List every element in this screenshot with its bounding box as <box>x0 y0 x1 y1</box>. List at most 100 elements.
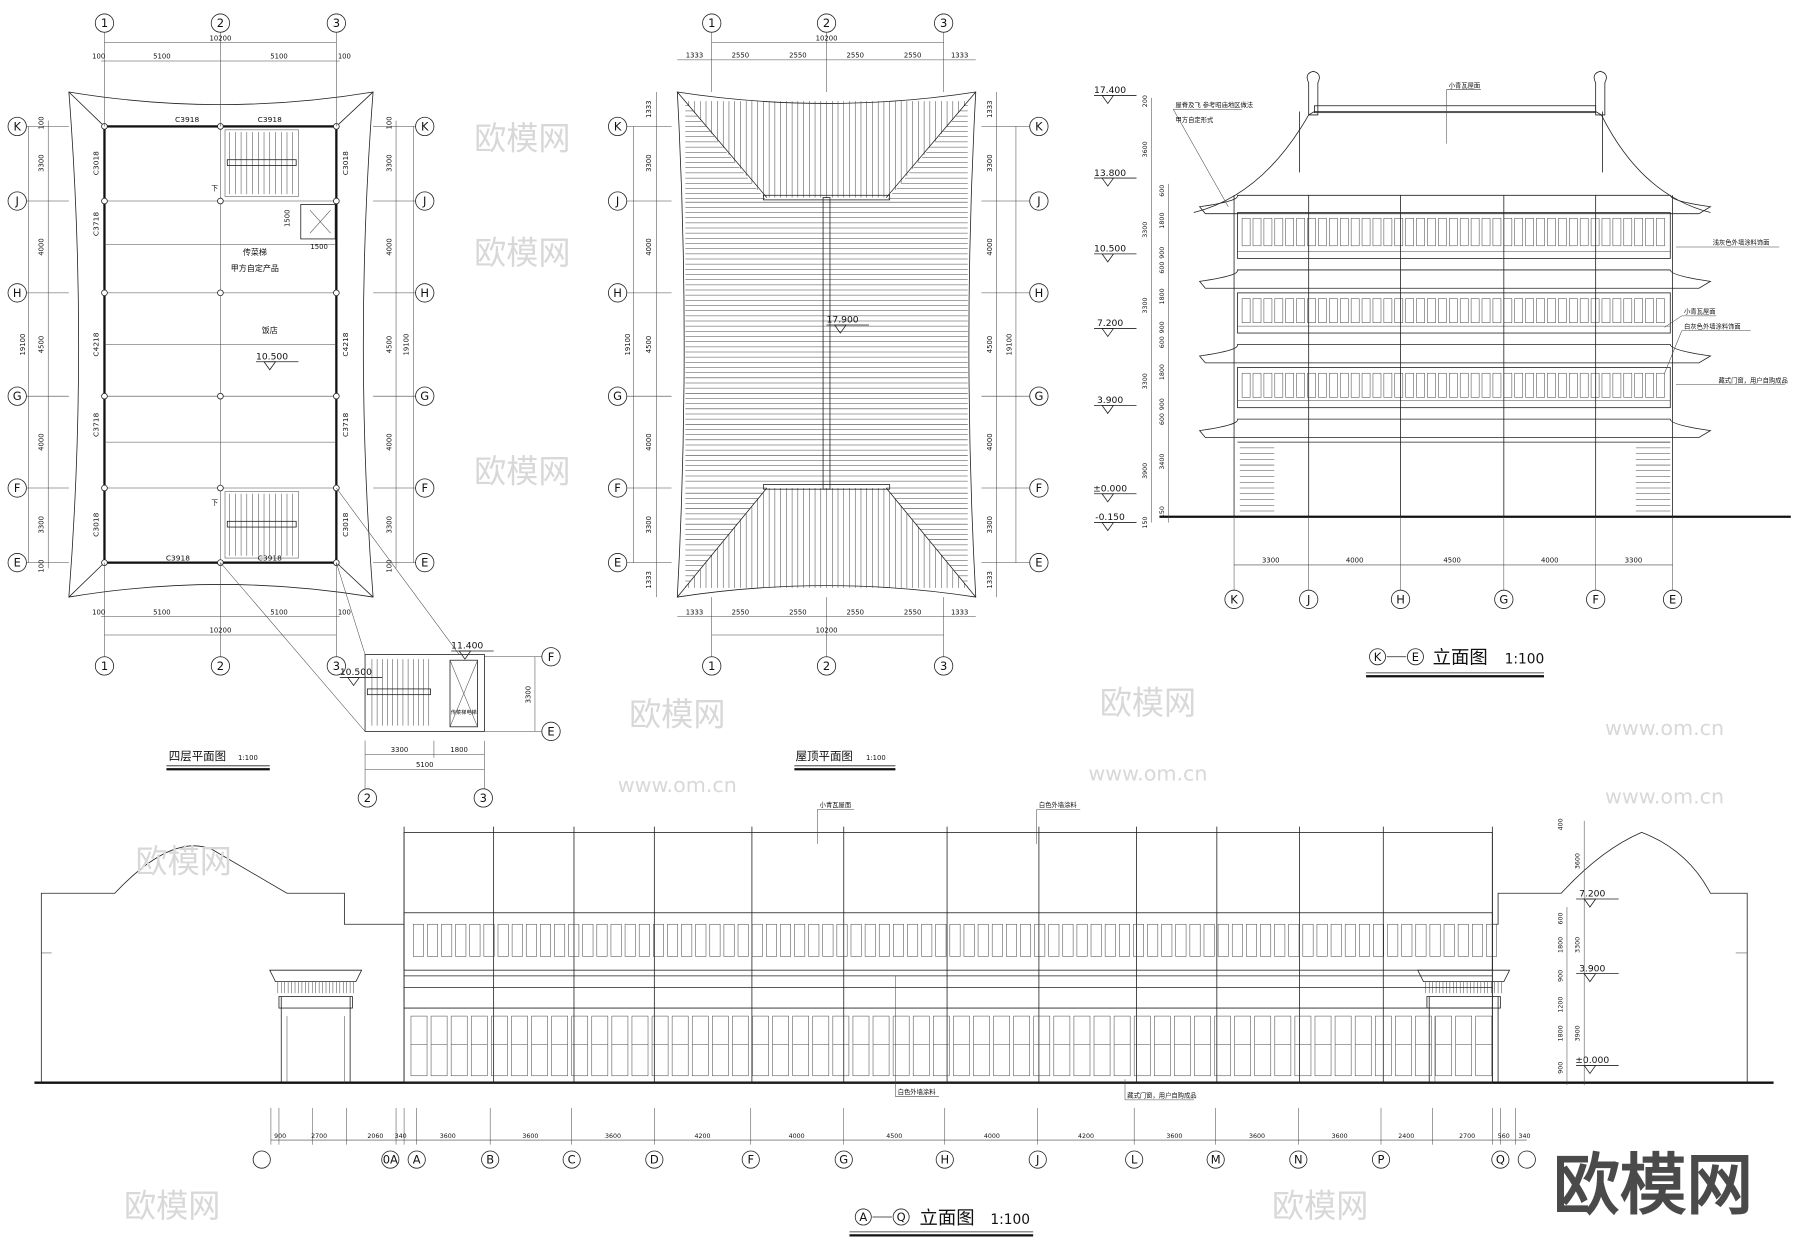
axis-circle <box>326 13 346 33</box>
level-triangle <box>1101 522 1115 532</box>
line <box>220 562 366 732</box>
level-triangle <box>1583 973 1597 983</box>
axis-bubble: G <box>1029 386 1049 406</box>
lattice-window <box>1175 923 1187 957</box>
lattice-window <box>1427 372 1436 398</box>
door-panel <box>953 1015 970 1077</box>
door-panel <box>1174 1015 1191 1077</box>
dimension: 400 <box>1557 818 1564 830</box>
dimension: 3600 <box>522 1133 538 1140</box>
axis-bubble: G <box>415 386 435 406</box>
gate-pavilion <box>1417 969 1511 1083</box>
lattice-window <box>455 923 467 957</box>
column <box>217 484 224 492</box>
dimension: 2700 <box>1459 1133 1475 1140</box>
axis-label: G <box>1499 592 1508 606</box>
dimension: 1333 <box>686 52 704 60</box>
dimension: 2550 <box>789 52 807 60</box>
axis-label: H <box>13 286 22 300</box>
hip-ridge <box>885 487 977 598</box>
window-tag: C3718 <box>92 212 101 236</box>
axis-bubble: Q <box>892 1208 910 1226</box>
dimension: 3600 <box>1166 1133 1182 1140</box>
lattice-window <box>1656 217 1665 247</box>
door-panel <box>1455 1015 1472 1077</box>
axis-label: E <box>1669 592 1676 606</box>
level-triangle <box>1101 253 1115 263</box>
lattice-window <box>1260 923 1272 957</box>
lattice-window <box>850 923 862 957</box>
dimension: 560 <box>1498 1133 1510 1140</box>
axis-bubble: H <box>7 283 27 303</box>
window-band <box>1237 367 1671 409</box>
lattice-window <box>1427 298 1436 323</box>
hip-line <box>336 91 374 127</box>
axis-circle <box>702 13 722 33</box>
dimension: 3300 <box>391 746 409 754</box>
stair-label: 下 <box>211 499 218 507</box>
dimension: 10200 <box>816 627 838 635</box>
lattice-window <box>667 923 679 957</box>
axis-label: K <box>1035 119 1043 133</box>
column <box>217 392 224 400</box>
dimension: 3600 <box>1332 1133 1348 1140</box>
axis-circle <box>1517 1150 1536 1169</box>
dimension: 900 <box>1159 247 1166 259</box>
axis-bubble: A <box>854 1208 872 1226</box>
level-triangle <box>458 650 472 660</box>
annotation-text: 屋脊及飞 参考昭庙地区做法 <box>1176 100 1254 109</box>
door-panel <box>772 1015 789 1077</box>
column <box>217 289 224 297</box>
lattice-window <box>1525 217 1534 247</box>
watermark-faint: 欧模网 <box>1100 684 1196 722</box>
level-triangle <box>1101 328 1115 338</box>
dimension: 3600 <box>1575 853 1582 869</box>
door-panel <box>450 1015 468 1077</box>
left-gable-wall <box>40 845 405 1083</box>
axis-bubble: 3 <box>326 656 346 676</box>
lattice-window <box>1318 298 1327 323</box>
lattice-window <box>1372 298 1382 323</box>
annotation-text: 浅灰色外墙涂料饰面 <box>1713 238 1770 247</box>
dimension: 4000 <box>986 238 994 256</box>
lattice-window <box>1590 372 1600 398</box>
lattice-window <box>1623 298 1633 323</box>
axis-circle <box>854 1208 872 1226</box>
axis-label: D <box>650 1153 659 1167</box>
eave <box>1198 269 1712 289</box>
door-panel <box>832 1015 850 1077</box>
axis-label: A <box>859 1210 867 1224</box>
door-panel <box>1053 1015 1071 1077</box>
axis-bubble: 1 <box>94 656 115 676</box>
lattice-window <box>1443 923 1455 957</box>
lattice-window <box>1645 298 1654 323</box>
axis-label: 1 <box>708 16 715 30</box>
lattice-window <box>949 923 961 957</box>
dimension: 3300 <box>38 154 46 172</box>
door-panel <box>1214 1015 1231 1077</box>
axis-label: Q <box>897 1210 906 1224</box>
lattice-window <box>1558 372 1567 398</box>
lattice-window <box>1623 372 1633 398</box>
lattice-window <box>1302 923 1314 957</box>
lattice-window <box>1350 372 1360 398</box>
dimension: 340 <box>395 1133 407 1140</box>
dimension: 4500 <box>986 336 994 354</box>
door-panel <box>671 1015 689 1077</box>
main-ridge <box>822 197 831 490</box>
lattice-window <box>1383 372 1393 398</box>
door-panel <box>1354 1015 1372 1077</box>
lattice-window <box>1252 372 1262 398</box>
door-panel <box>691 1015 709 1077</box>
dimension: 4500 <box>1443 557 1460 565</box>
axis-circle <box>1224 589 1244 609</box>
lattice-window <box>737 923 749 957</box>
watermark-faint: 欧模网 <box>124 1187 220 1225</box>
axis-circle <box>210 656 230 676</box>
lattice-window <box>1359 923 1370 957</box>
window-tag: C4218 <box>341 332 350 356</box>
dimension: 3400 <box>1159 454 1166 470</box>
axis-label: E <box>14 556 21 570</box>
lattice-window <box>1481 372 1491 398</box>
lattice-window <box>1394 372 1404 398</box>
